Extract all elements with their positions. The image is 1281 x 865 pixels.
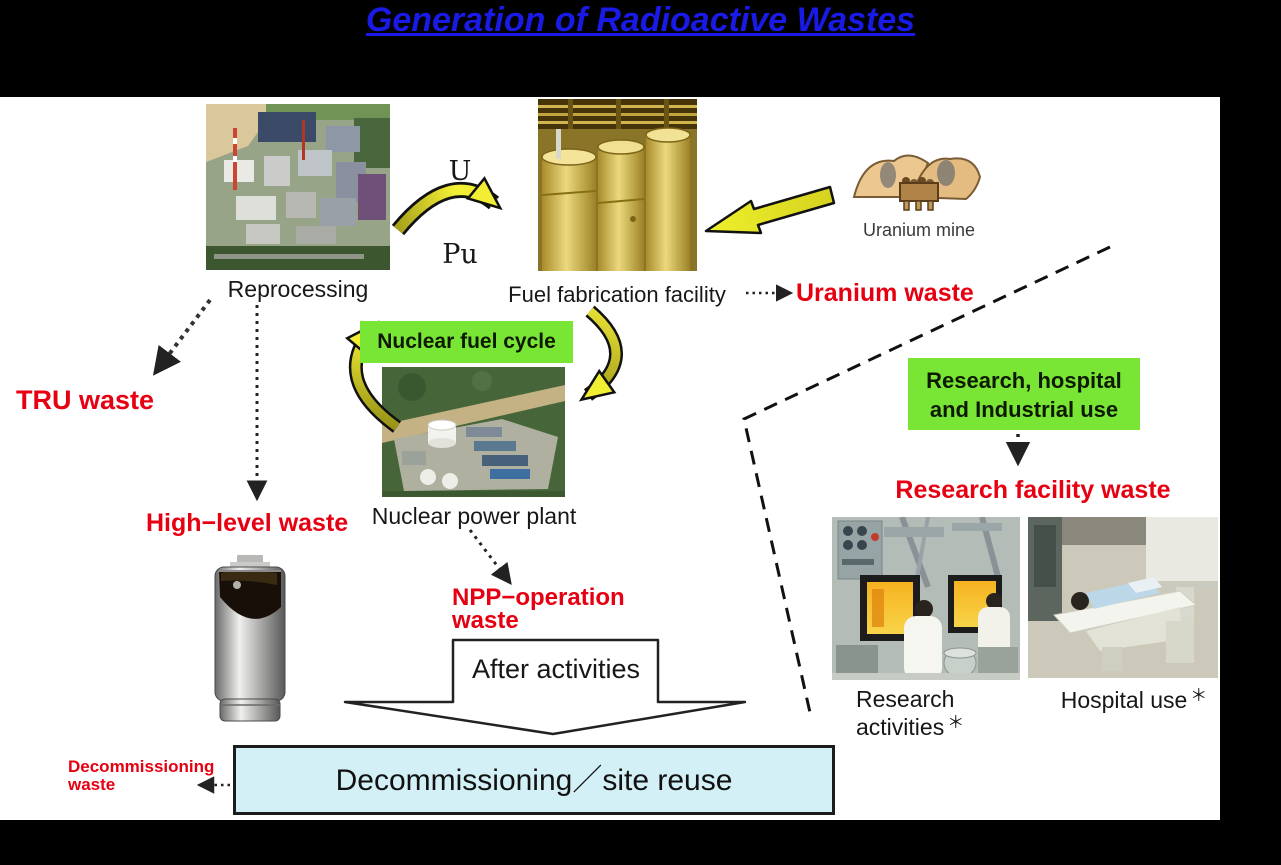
uranium-mine-illustration <box>848 141 990 221</box>
research-hospital-line1: Research, hospital <box>926 368 1122 393</box>
high-level-waste-label: High−level waste <box>146 509 349 537</box>
fuel-fabrication-label: Fuel fabrication facility <box>508 282 726 307</box>
reprocessing-photo <box>206 104 390 270</box>
uranium-symbol: U <box>448 156 472 187</box>
uranium-mine-art <box>852 154 982 211</box>
npp-to-operation-waste-arrow <box>468 529 512 586</box>
page-title: Generation of Radioactive Wastes <box>365 1 916 39</box>
research-activities-photo <box>832 517 1020 680</box>
nuclear-fuel-cycle-box: Nuclear fuel cycle <box>360 321 573 363</box>
diagram-canvas: Reprocessing U Pu Fuel fabrication facil… <box>0 97 1220 820</box>
research-activities-photo-art <box>832 517 1020 680</box>
nuclear-power-plant-label: Nuclear power plant <box>371 503 577 529</box>
hospital-use-photo-art <box>1028 517 1218 678</box>
research-facility-waste-label: Research facility waste <box>895 476 1171 504</box>
decommissioning-waste-label: Decommissioning waste <box>68 758 214 793</box>
research-activities-caption: Research activities＊ <box>856 685 964 744</box>
decommissioning-waste-line1: Decommissioning <box>68 757 215 776</box>
uranium-mine-label: Uranium mine <box>862 220 976 240</box>
decommissioning-site-reuse-box: Decommissioning／site reuse <box>233 745 835 815</box>
high-level-waste-canister-photo <box>207 555 293 727</box>
nuclear-power-plant-photo <box>382 367 565 497</box>
after-activities-label: After activities <box>471 654 641 684</box>
uranium-waste-label: Uranium waste <box>796 279 974 307</box>
nuclear-power-plant-photo-art <box>382 367 565 497</box>
research-hospital-line2: and Industrial use <box>929 397 1119 422</box>
tru-waste-label: TRU waste <box>16 385 155 415</box>
u-pu-recycle-arrow <box>391 176 503 236</box>
npp-operation-waste-label: NPP−operation waste <box>452 584 625 634</box>
decommissioning-waste-line2: waste <box>68 774 116 794</box>
canister-art <box>214 555 286 722</box>
mine-to-fabrication-arrow <box>704 185 836 235</box>
hospital-use-caption: Hospital use＊ <box>1060 686 1208 713</box>
fuel-cycle-right-arrow <box>578 305 623 402</box>
fuel-fabrication-photo <box>538 99 697 271</box>
hospital-use-photo <box>1028 517 1218 678</box>
research-caption-line2: activities＊ <box>856 713 965 740</box>
fuel-fabrication-photo-art <box>538 99 697 271</box>
npp-operation-waste-line2: waste <box>452 607 519 634</box>
reprocessing-to-tru-arrow <box>152 298 212 376</box>
reference-mark: ＊ <box>947 713 965 732</box>
reprocessing-label: Reprocessing <box>227 276 369 302</box>
reference-mark: ＊ <box>1190 686 1208 705</box>
reprocessing-photo-art <box>206 104 390 270</box>
plutonium-symbol: Pu <box>442 239 478 270</box>
research-caption-line1: Research <box>856 686 955 712</box>
npp-operation-waste-line1: NPP−operation <box>452 584 625 611</box>
research-hospital-industrial-box: Research, hospital and Industrial use <box>908 358 1140 430</box>
